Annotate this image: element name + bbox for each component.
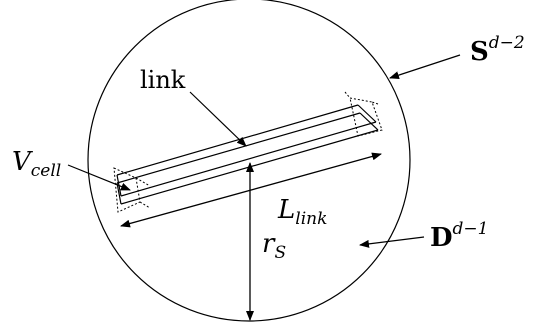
r-s-label: rS [262, 229, 286, 263]
sphere-label: Sd−2 [470, 33, 525, 67]
link-label: link [140, 66, 186, 94]
l-link-arrow [120, 152, 382, 228]
disk-label: Dd−1 [430, 219, 489, 253]
v-cell-pointer-arrow [67, 164, 131, 191]
disk-pointer-arrow [359, 236, 425, 248]
v-cell-label: Vcell [12, 147, 61, 181]
disk-boundary-circle [87, 0, 411, 322]
l-link-label: Llink [277, 195, 327, 229]
right-cell-dotted [344, 91, 383, 137]
sphere-pointer-arrow [389, 54, 461, 79]
link-box [116, 104, 379, 205]
link-pointer-arrow [189, 91, 247, 147]
